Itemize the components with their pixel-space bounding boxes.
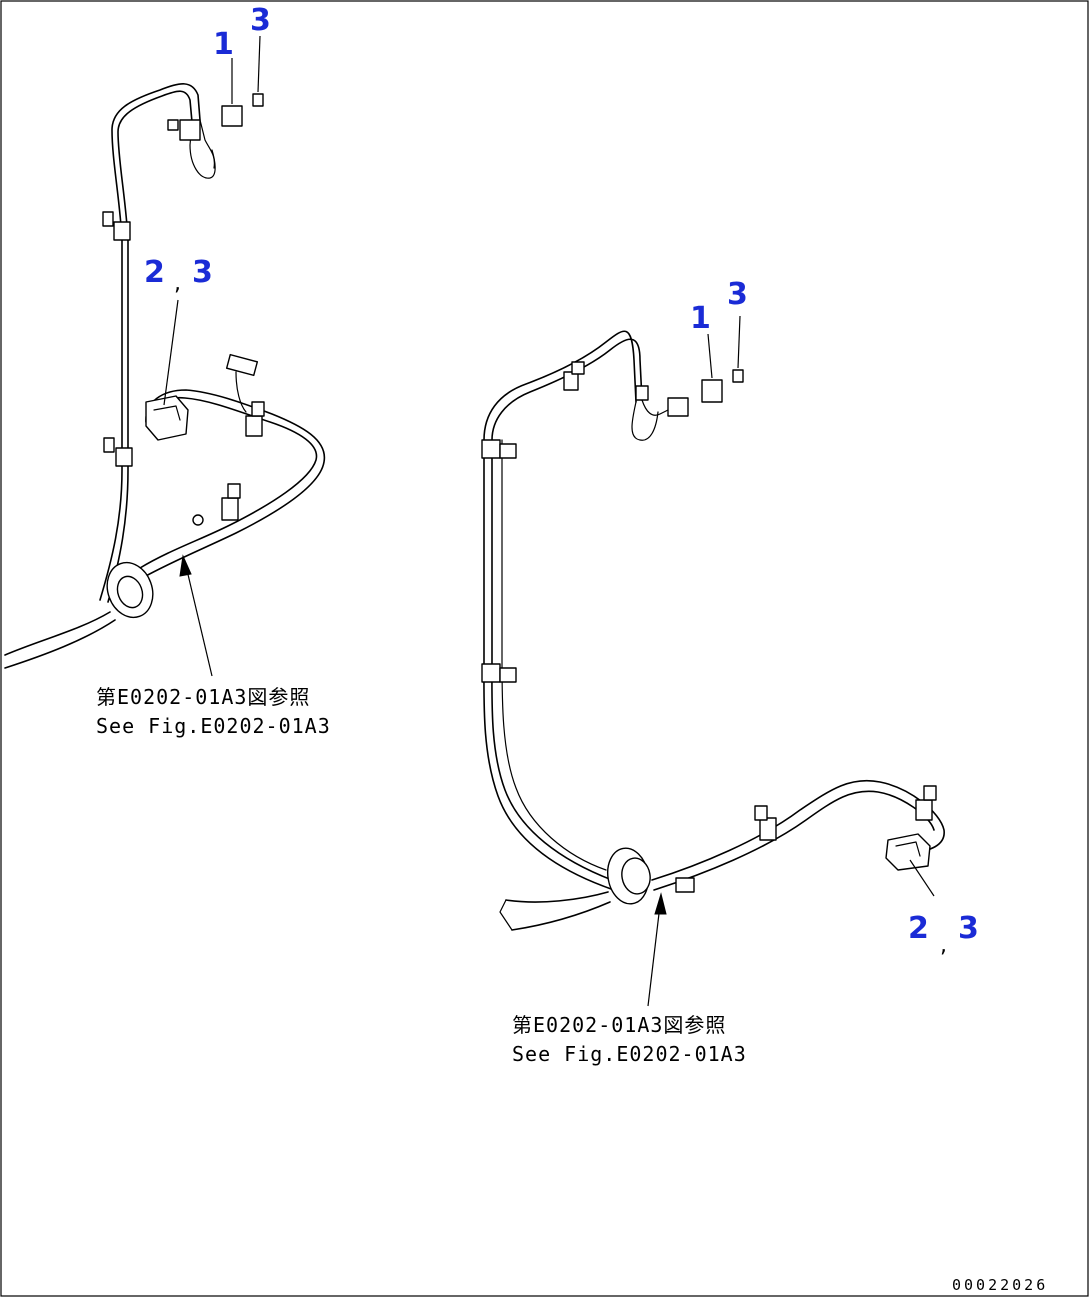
figure-code: 00022026 (952, 1276, 1048, 1294)
left-part-2-connector (145, 395, 189, 441)
left-harness-view: 1 3 2 , 3 第E0202-01A3図参照 See Fig.E0202-0… (4, 3, 331, 738)
left-loop-clip-1 (245, 415, 263, 437)
left-clip-lower (115, 447, 133, 467)
left-reference-leader (185, 565, 213, 677)
right-clip-lower (481, 663, 501, 683)
right-clip-upper (481, 439, 501, 459)
right-reference-en: See Fig.E0202-01A3 (512, 1042, 747, 1066)
left-part-1 (221, 105, 243, 127)
right-branch-connector (675, 877, 695, 893)
left-clip-upper (113, 221, 131, 241)
right-top-clip (667, 397, 689, 417)
right-callout-2: 2 (908, 911, 929, 946)
left-callout-3b: 3 (192, 255, 213, 290)
right-arm-wire (651, 779, 945, 881)
right-tail-wire (505, 891, 609, 903)
left-branch-connector (225, 353, 259, 377)
left-callout-comma: , (174, 271, 181, 296)
right-callout-3b: 3 (958, 911, 979, 946)
right-top-clamp (563, 371, 579, 391)
right-part-2-connector (885, 833, 931, 871)
right-callout-1: 1 (690, 301, 711, 336)
right-part-3 (732, 369, 744, 383)
left-reference-jp: 第E0202-01A3図参照 (96, 685, 310, 709)
left-reference-en: See Fig.E0202-01A3 (96, 714, 331, 738)
left-loop-clip-2 (221, 497, 239, 521)
left-callout-1: 1 (213, 27, 234, 62)
right-reference-jp: 第E0202-01A3図参照 (512, 1013, 726, 1037)
left-part-3 (252, 93, 264, 107)
left-vertical-wire (99, 83, 201, 601)
right-reference-leader (647, 904, 661, 1007)
right-arm-clip-2 (915, 799, 933, 821)
left-callout-3: 3 (250, 3, 271, 38)
left-callout-2: 2 (144, 255, 165, 290)
right-main-wire (491, 338, 643, 881)
left-top-clip (179, 119, 201, 141)
right-callout-comma: , (940, 933, 947, 958)
right-callout-3: 3 (727, 277, 748, 312)
right-harness-view: 1 3 2 , 3 第E0202-01A3図参照 See Fig.E0202-0… (481, 277, 979, 1066)
right-part-1 (701, 379, 723, 403)
right-arm-clip-1 (759, 817, 777, 841)
left-loop-wire (139, 396, 318, 569)
left-tail-wire (4, 611, 111, 656)
